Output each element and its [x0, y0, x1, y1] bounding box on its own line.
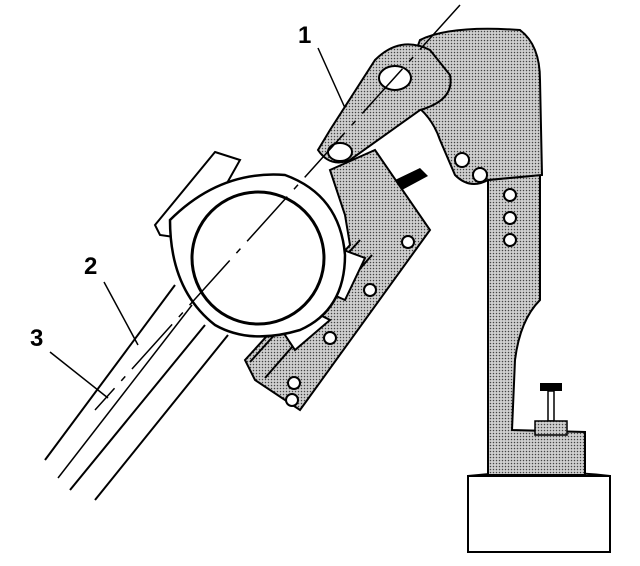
rod-centerline	[94, 4, 461, 411]
clamp-arm	[316, 43, 452, 164]
fixture-column	[487, 173, 586, 476]
callout-leaders	[49, 47, 346, 399]
callout-1-label: 1	[298, 22, 312, 49]
callout-3-label: 3	[30, 325, 44, 352]
callout-2-label: 2	[84, 253, 98, 280]
connecting-rod	[44, 150, 367, 501]
fixture-base	[467, 471, 611, 553]
